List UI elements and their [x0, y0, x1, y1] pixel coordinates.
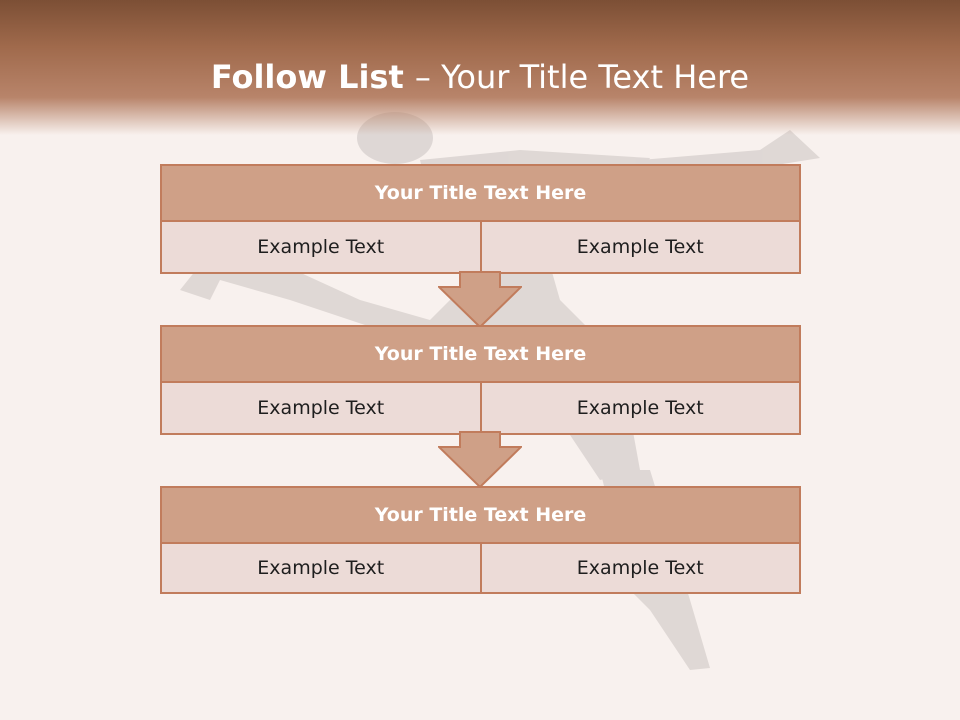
- step-cell-left: Example Text: [257, 236, 385, 258]
- slide-title: Follow List – Your Title Text Here: [0, 52, 960, 102]
- step-box-2: Your Title Text Here Example Text Exampl…: [160, 325, 801, 435]
- title-banner: [0, 0, 960, 135]
- slide-title-bold: Follow List: [210, 58, 415, 96]
- step-title: Your Title Text Here: [162, 166, 799, 222]
- step-cell-right: Example Text: [479, 383, 800, 433]
- down-arrow-icon: [438, 271, 522, 329]
- step-box-1: Your Title Text Here Example Text Exampl…: [160, 164, 801, 274]
- down-arrow-icon: [438, 431, 522, 489]
- step-cell-right: Example Text: [479, 544, 800, 592]
- step-title: Your Title Text Here: [162, 327, 799, 383]
- slide-title-subtitle: – Your Title Text Here: [414, 58, 750, 96]
- step-cell-right: Example Text: [479, 222, 800, 272]
- step-cell-left: Example Text: [257, 557, 385, 579]
- step-title: Your Title Text Here: [162, 488, 799, 544]
- step-box-3: Your Title Text Here Example Text Exampl…: [160, 486, 801, 594]
- step-cell-left: Example Text: [257, 397, 385, 419]
